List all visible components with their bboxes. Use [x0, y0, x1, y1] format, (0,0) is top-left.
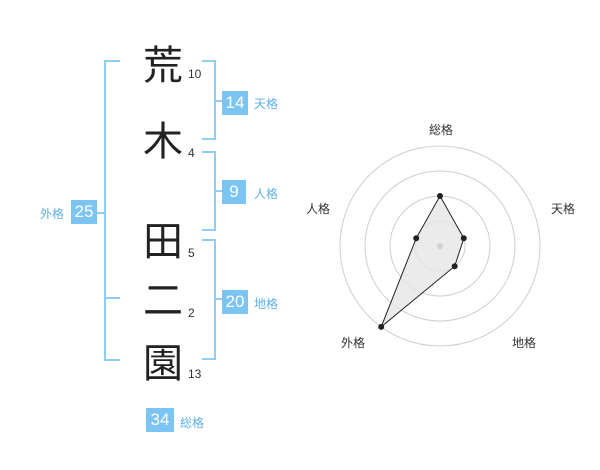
- radar-point-3: [451, 263, 458, 270]
- gaikaku-bracket-mid: [104, 297, 120, 299]
- chikaku-value-badge: 20: [222, 290, 248, 314]
- soukaku-label: 総格: [180, 416, 205, 430]
- stroke-count-3: 5: [188, 246, 195, 260]
- chikaku-label: 地格: [254, 297, 279, 311]
- jinkaku-bracket-tick: [216, 190, 222, 192]
- radar-area: [380, 194, 465, 328]
- chikaku-bracket: [202, 239, 216, 360]
- radar-axis-label-tenkaku: 天格: [551, 201, 575, 216]
- radar-axis-label-chikaku: 地格: [512, 335, 536, 350]
- tenkaku-label: 天格: [254, 97, 279, 111]
- tenkaku-value-badge: 14: [222, 91, 248, 115]
- jinkaku-value-badge: 9: [222, 180, 246, 204]
- jinkaku-label: 人格: [254, 187, 279, 201]
- stroke-count-5: 13: [188, 367, 202, 381]
- tenkaku-bracket-tick: [216, 100, 222, 102]
- radar-center: [437, 243, 443, 249]
- stroke-count-4: 2: [188, 306, 195, 320]
- radar-point-1: [437, 193, 443, 199]
- radar-axis-label-gaikaku: 外格: [341, 335, 365, 350]
- name-char-2: 木: [143, 119, 183, 165]
- radar-ring: [364, 170, 516, 322]
- radar-point-4: [378, 323, 385, 330]
- gaikaku-bracket: [104, 60, 120, 361]
- soukaku-value-badge: 34: [146, 408, 174, 432]
- chikaku-bracket-tick: [216, 298, 222, 300]
- gaikaku-label: 外格: [40, 207, 65, 221]
- name-char-3: 田: [143, 219, 183, 265]
- gaikaku-bracket-tick: [96, 212, 105, 214]
- tenkaku-bracket: [202, 60, 216, 140]
- stroke-count-1: 10: [188, 67, 202, 81]
- name-char-5: 園: [143, 341, 183, 387]
- name-char-4: 二: [143, 278, 183, 324]
- name-char-1: 荒: [143, 43, 183, 89]
- stroke-count-2: 4: [188, 146, 195, 160]
- radar-axis-label-soukaku: 総格: [429, 122, 453, 137]
- jinkaku-bracket: [202, 151, 216, 231]
- radar-point-5: [413, 235, 420, 242]
- radar-point-2: [460, 235, 467, 242]
- radar-ring: [339, 145, 541, 347]
- radar-axis-label-jinkaku: 人格: [306, 201, 330, 216]
- gaikaku-value-badge: 25: [71, 200, 97, 224]
